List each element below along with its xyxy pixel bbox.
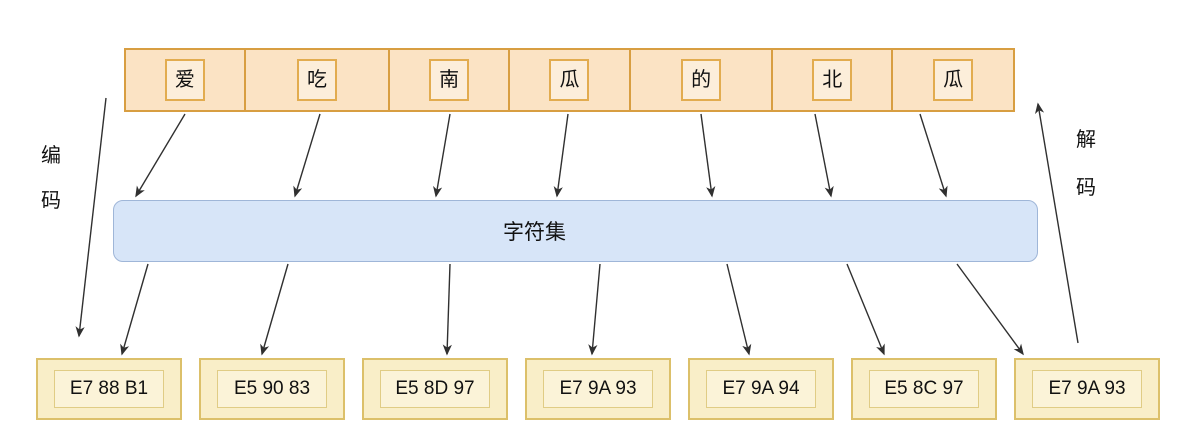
character-row: 爱 吃 南 瓜 的 北 瓜 xyxy=(124,48,1015,112)
code-value: E5 8C 97 xyxy=(869,370,979,408)
char-to-charset-arrow xyxy=(919,113,948,198)
character-box: 爱 xyxy=(164,59,205,101)
code-box: E7 9A 94 xyxy=(688,358,834,420)
charset-to-code-arrow xyxy=(260,263,289,356)
charset-to-code-arrow xyxy=(726,263,752,356)
character-cell: 北 xyxy=(773,50,894,110)
character-box: 的 xyxy=(681,59,722,101)
character-box: 瓜 xyxy=(549,59,590,101)
code-box: E7 88 B1 xyxy=(36,358,182,420)
encode-arrow xyxy=(75,97,107,338)
code-box: E7 9A 93 xyxy=(525,358,671,420)
character-box: 北 xyxy=(812,59,853,101)
character-cell: 的 xyxy=(631,50,774,110)
charset-to-code-arrow xyxy=(442,263,452,356)
character-box: 吃 xyxy=(297,59,338,101)
code-value: E7 88 B1 xyxy=(54,370,164,408)
character-cell: 南 xyxy=(390,50,511,110)
character-box: 瓜 xyxy=(933,59,974,101)
decode-label-char-2: 码 xyxy=(1076,177,1096,199)
char-to-charset-arrow xyxy=(553,113,569,198)
code-box: E5 8D 97 xyxy=(362,358,508,420)
char-to-charset-arrow xyxy=(135,113,186,198)
encode-label-char-2: 码 xyxy=(41,190,61,212)
encode-label: 编 码 xyxy=(28,142,74,215)
charset-bar: 字符集 xyxy=(113,200,1038,262)
character-cell: 瓜 xyxy=(510,50,631,110)
decode-label: 解 码 xyxy=(1063,126,1109,202)
charset-to-code-arrow xyxy=(846,263,885,356)
charset-to-code-arrow xyxy=(588,263,601,356)
code-box: E5 8C 97 xyxy=(851,358,997,420)
char-to-charset-arrow xyxy=(814,113,834,198)
code-value: E5 8D 97 xyxy=(380,370,490,408)
character-cell: 瓜 xyxy=(893,50,1013,110)
char-to-charset-arrow xyxy=(293,113,321,198)
charset-to-code-arrow xyxy=(120,263,149,356)
code-box: E5 90 83 xyxy=(199,358,345,420)
code-value: E7 9A 94 xyxy=(706,370,816,408)
code-box: E7 9A 93 xyxy=(1014,358,1160,420)
code-value: E5 90 83 xyxy=(217,370,327,408)
charset-to-code-arrow xyxy=(956,263,1024,356)
charset-label: 字符集 xyxy=(503,221,566,244)
character-cell: 吃 xyxy=(246,50,391,110)
encode-label-char-1: 编 xyxy=(41,145,61,167)
character-cell: 爱 xyxy=(126,50,246,110)
code-value: E7 9A 93 xyxy=(543,370,653,408)
code-value: E7 9A 93 xyxy=(1032,370,1142,408)
character-box: 南 xyxy=(429,59,470,101)
decode-label-char-1: 解 xyxy=(1076,129,1096,151)
char-to-charset-arrow xyxy=(700,113,716,198)
char-to-charset-arrow xyxy=(433,113,451,198)
